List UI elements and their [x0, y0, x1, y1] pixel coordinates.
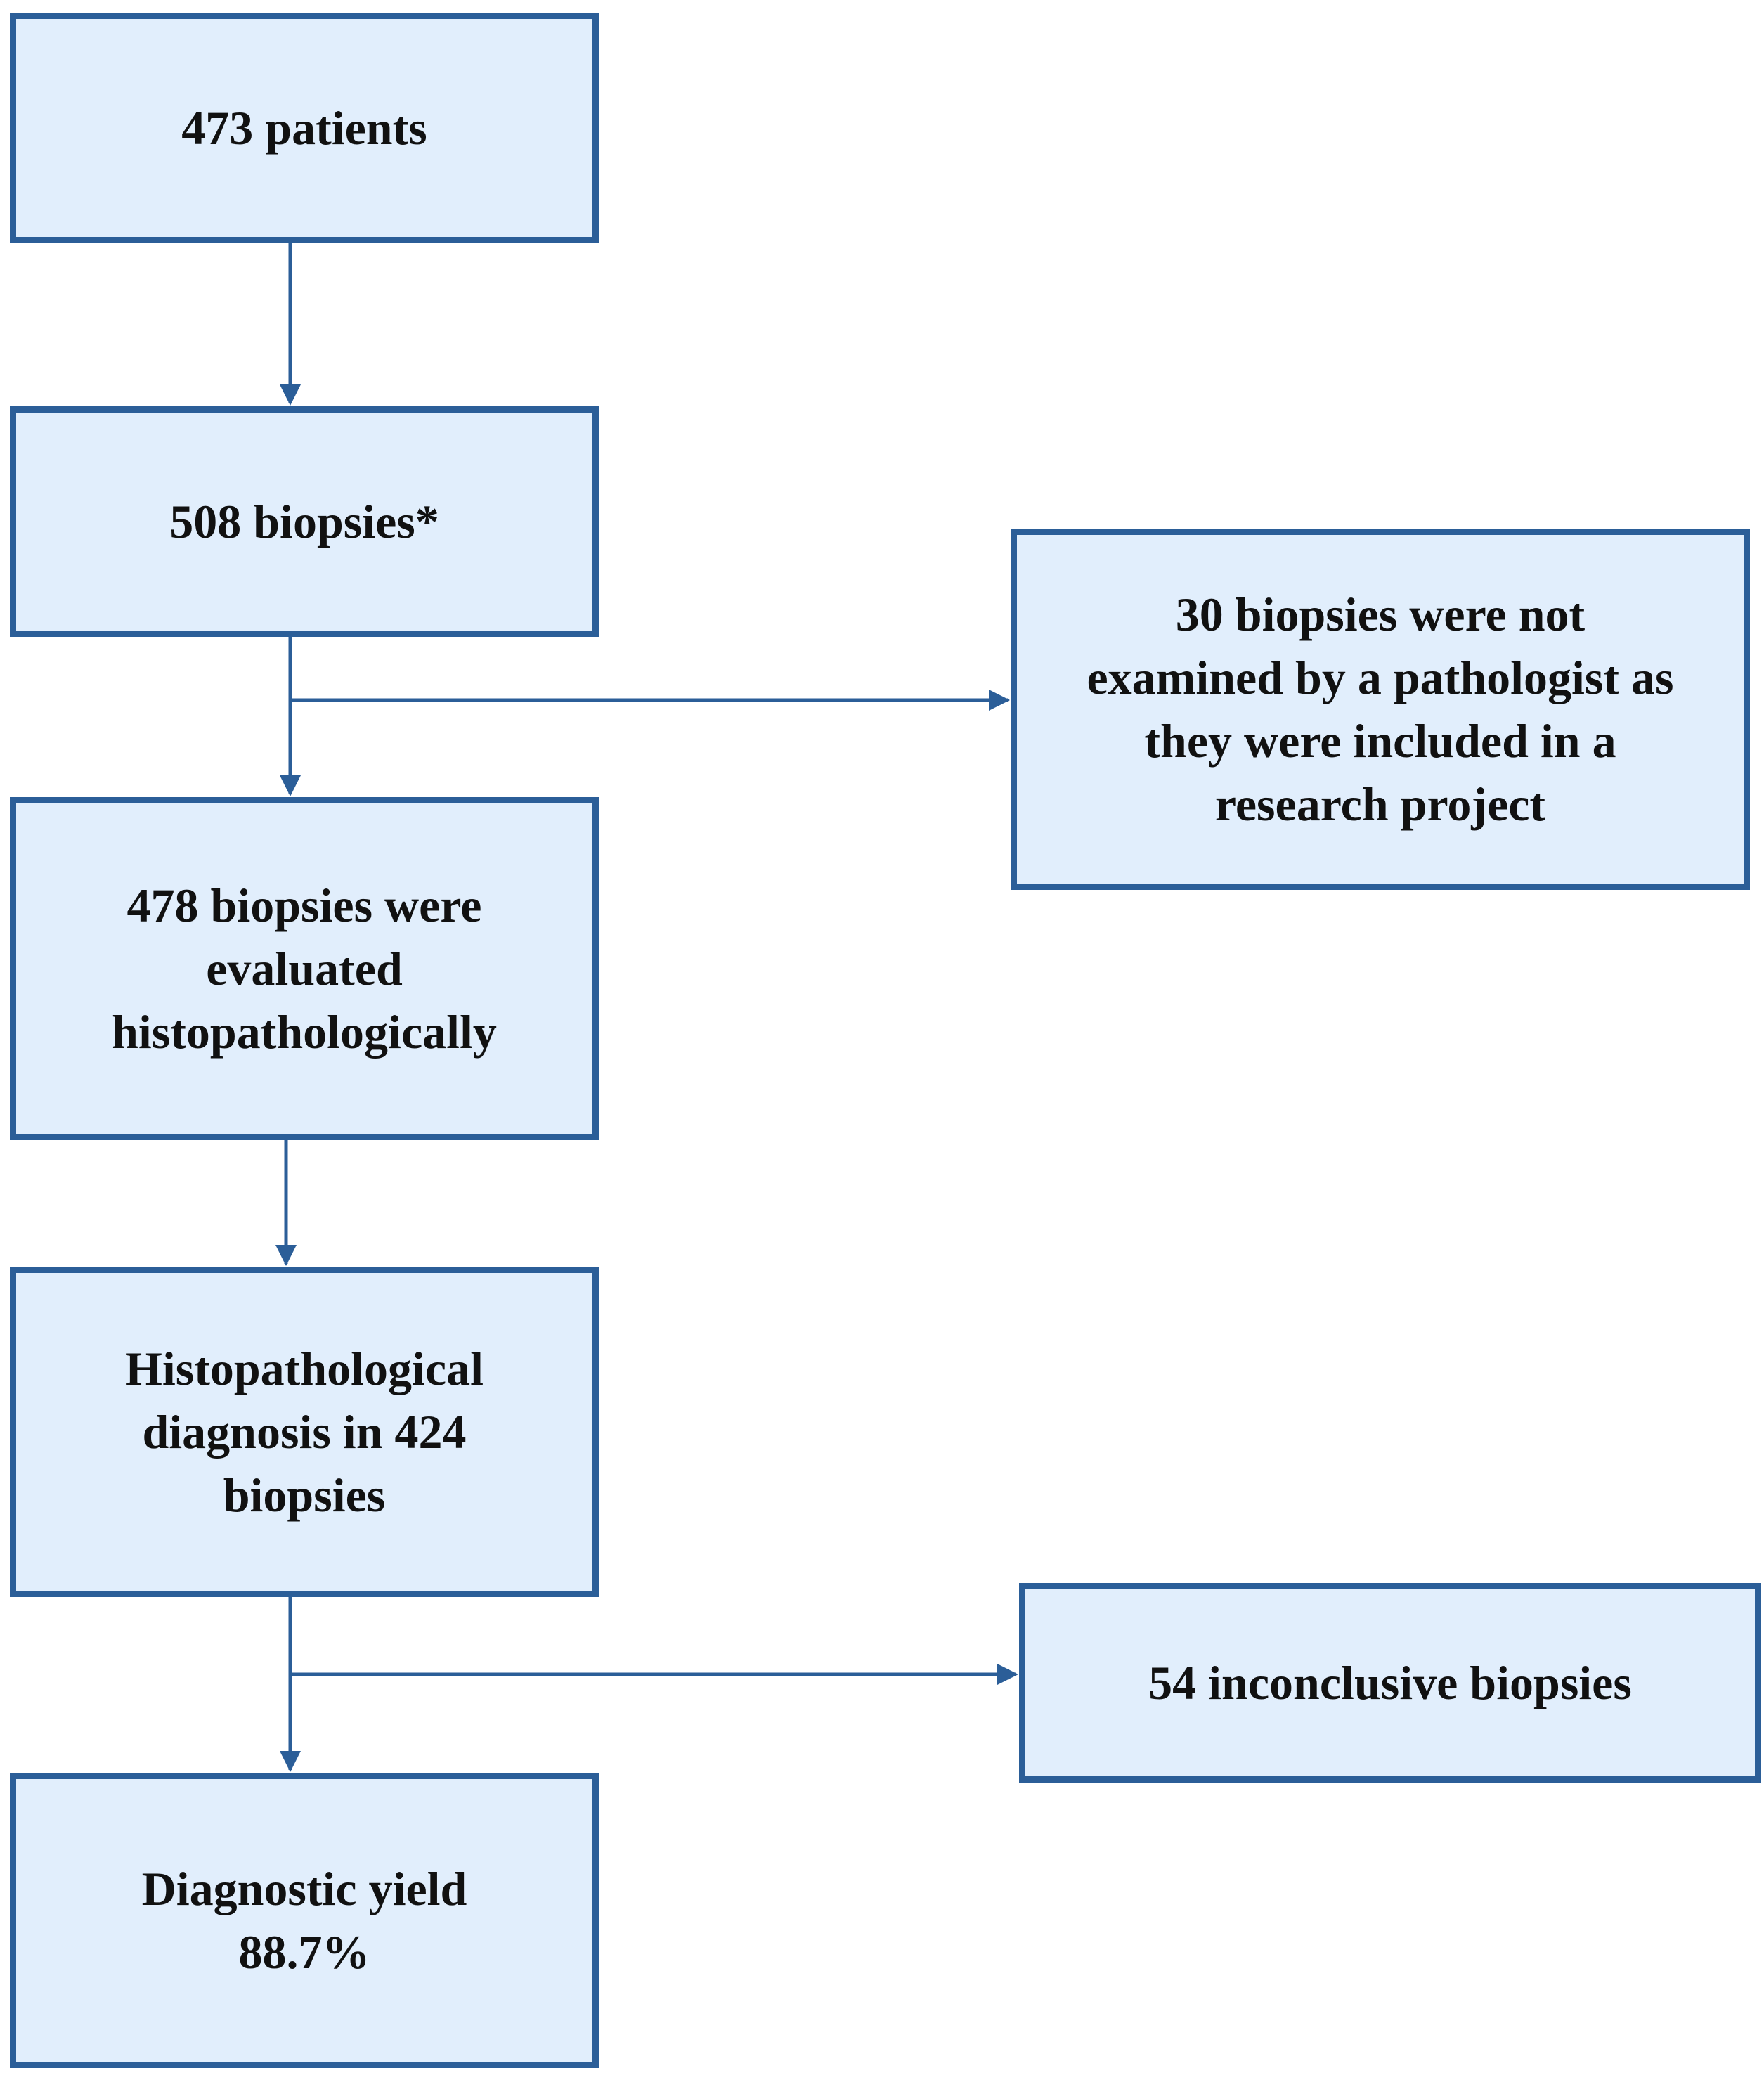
yield-label: Diagnostic yield 88.7%	[142, 1857, 467, 1984]
excluded-label: 30 biopsies were not examined by a patho…	[1073, 583, 1688, 836]
patients-label: 473 patients	[181, 101, 427, 155]
evaluated-line: 478 biopsies were	[127, 879, 482, 932]
excluded-biopsies-box: 30 biopsies were not examined by a patho…	[1011, 529, 1750, 890]
evaluated-line: evaluated	[206, 942, 403, 995]
diagnosis-box: Histopathological diagnosis in 424 biops…	[10, 1267, 599, 1597]
inconclusive-label: 54 inconclusive biopsies	[1148, 1656, 1632, 1709]
excluded-line: examined by a pathologist as	[1087, 651, 1674, 704]
excluded-line: 30 biopsies were not	[1175, 588, 1585, 641]
patients-box: 473 patients	[10, 13, 599, 243]
yield-line: 88.7%	[238, 1925, 370, 1979]
biopsies-box: 508 biopsies*	[10, 406, 599, 637]
evaluated-line: histopathologically	[112, 1005, 497, 1059]
yield-line: Diagnostic yield	[141, 1862, 467, 1915]
evaluated-label: 478 biopsies were evaluated histopatholo…	[105, 874, 504, 1064]
diagnosis-line: biopsies	[223, 1468, 386, 1522]
inconclusive-biopsies-box: 54 inconclusive biopsies	[1019, 1583, 1761, 1783]
evaluated-biopsies-box: 478 biopsies were evaluated histopatholo…	[10, 797, 599, 1140]
excluded-line: research project	[1214, 777, 1546, 831]
diagnostic-yield-box: Diagnostic yield 88.7%	[10, 1773, 599, 2068]
diagnosis-line: diagnosis in 424	[142, 1405, 467, 1459]
diagnosis-label: Histopathological diagnosis in 424 biops…	[118, 1337, 491, 1527]
diagnosis-line: Histopathological	[124, 1342, 484, 1395]
excluded-line: they were included in a	[1144, 714, 1616, 768]
biopsies-label: 508 biopsies*	[169, 495, 439, 548]
